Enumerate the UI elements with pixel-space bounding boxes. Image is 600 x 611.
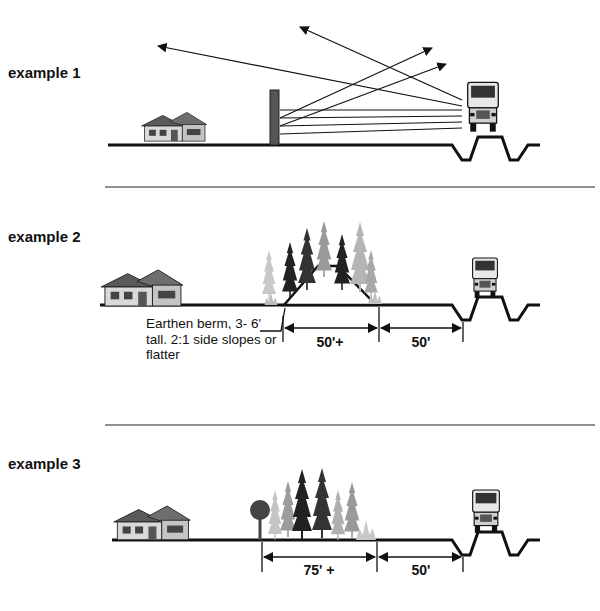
berm-note: Earthen berm, 3- 6' tall. 2:1 side slope… (146, 316, 282, 363)
example-3-scene (112, 468, 540, 572)
example-heading: example 3 (8, 455, 81, 472)
example-heading: example 2 (8, 228, 81, 245)
dimension-label: 50' (412, 562, 431, 578)
dimension-label: 50'+ (316, 334, 343, 350)
example-heading: example 1 (8, 64, 81, 81)
dimension-label: 75' + (304, 562, 335, 578)
example-1-scene (108, 27, 540, 160)
dimension-label: 50' (412, 334, 431, 350)
